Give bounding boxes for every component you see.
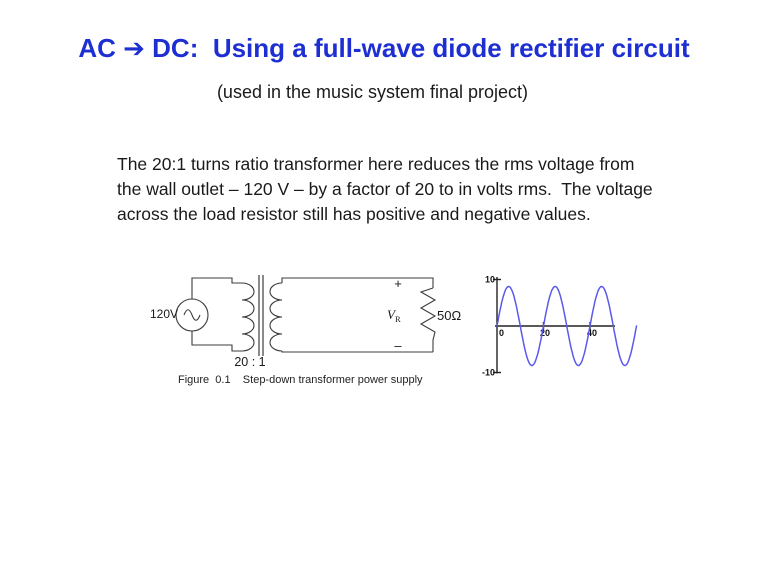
polarity-minus-label: – [394,338,402,353]
x-tick-label: 20 [540,328,550,338]
source-voltage-label: 120V [150,307,178,321]
waveform-chart: 10 -10 0 20 40 [482,275,638,378]
y-tick-label: 10 [485,275,495,285]
secondary-winding-icon [269,282,283,352]
body-line: The 20:1 turns ratio transformer here re… [117,154,635,174]
body-paragraph: The 20:1 turns ratio transformer here re… [117,152,653,227]
x-tick-label: 40 [587,328,597,338]
sine-symbol-icon [183,309,201,321]
load-resistance-label: 50Ω [437,308,461,323]
slide-title: AC ➔ DC: Using a full-wave diode rectifi… [78,33,690,63]
x-tick-label: 0 [499,328,504,338]
wire-top-right [281,277,434,288]
body-line: across the load resistor still has posit… [117,204,591,224]
circuit-diagram: 120V 20 : 1 + – VR 50Ω [150,275,461,369]
figure-caption: Figure 0.1 Step-down transformer power s… [178,374,423,386]
resistor-icon [419,287,437,352]
primary-winding-icon [241,282,255,352]
load-voltage-subscript: R [395,314,401,324]
wire-top-left [191,277,242,299]
y-tick-label: -10 [482,368,495,378]
load-voltage-label: VR [387,307,401,324]
waveform-path [496,285,638,367]
turns-ratio-label: 20 : 1 [234,355,265,369]
body-line: the wall outlet – 120 V – by a factor of… [117,179,653,199]
slide-subtitle: (used in the music system final project) [216,82,529,102]
wire-bottom-right [281,351,433,353]
load-voltage-symbol: V [387,307,397,322]
polarity-plus-label: + [394,276,402,291]
wire-bottom-left [191,331,242,352]
